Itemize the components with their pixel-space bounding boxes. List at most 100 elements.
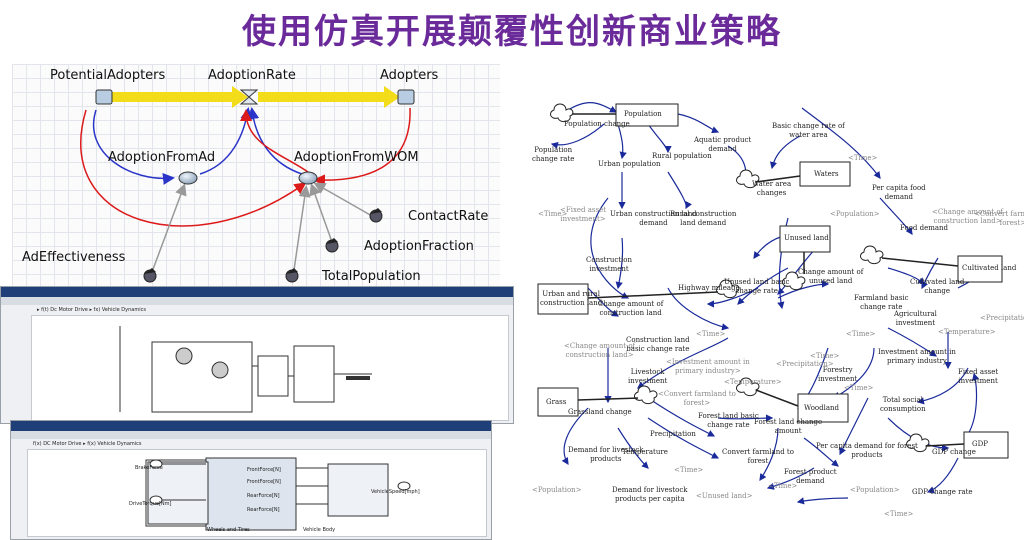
link-potential-to-wom <box>80 109 307 227</box>
stock-grass <box>537 387 579 417</box>
sd-time-1: <Time> <box>848 154 878 162</box>
sd-time-3: <Time> <box>696 330 726 338</box>
label-adoption-from-ad: AdoptionFromAd <box>108 150 216 165</box>
stock-waters <box>799 161 851 187</box>
stock-adopters <box>397 89 415 105</box>
stock-gdp <box>963 431 1009 459</box>
inport-drive-torque: DriveTorque[Nm] <box>129 501 172 507</box>
link-fraction-to-wom <box>309 183 333 243</box>
sd-grassland-change: Grassland change <box>568 408 632 416</box>
constant-contact-rate <box>369 208 383 223</box>
sd-population: Population <box>624 110 662 118</box>
sd-time-9: <Time> <box>884 510 914 518</box>
sd-population-g: <Population> <box>830 210 880 218</box>
sd-gdp: GDP <box>972 440 988 448</box>
label-contact-rate: ContactRate <box>408 209 489 224</box>
label-total-population: TotalPopulation <box>322 269 421 284</box>
sd-precipitation: Precipitation <box>650 430 696 438</box>
aux-adoption-from-ad <box>178 171 198 185</box>
simulink-window-top: ▸ f(t) Dc Motor Drive ▸ fx) Vehicle Dyna… <box>0 286 514 424</box>
constant-total-population <box>285 268 299 283</box>
sd-time-5: <Time> <box>810 352 840 360</box>
sd-time-8: <Time> <box>768 482 798 490</box>
sd-precipitation-g: <Precipitation> <box>980 314 1024 322</box>
flow-pipe-right <box>258 92 386 102</box>
sd-temperature-g: <Temperature> <box>938 328 996 336</box>
flow-arrow-left <box>232 86 248 108</box>
signal-4: RearForce[N] <box>247 507 280 513</box>
sd-population-change: Population change <box>564 120 630 128</box>
sd-population-g2: <Population> <box>532 486 582 494</box>
stock-population <box>615 103 679 127</box>
cloud-population <box>550 103 574 123</box>
sd-temperature-g2: <Temperature> <box>724 378 782 386</box>
simulink-toolbar <box>1 287 513 297</box>
sd-unused-land-g: <Unused land> <box>696 492 753 500</box>
link-adeff-to-ad <box>151 183 187 273</box>
link-wom-to-rate <box>247 107 303 175</box>
sd-precipitation-g2: <Precipitation> <box>776 360 834 368</box>
sd-gdp-change-rate: GDP change rate <box>912 488 973 496</box>
sd-time-2: <Time> <box>538 210 568 218</box>
label-adoption-rate: AdoptionRate <box>208 68 296 83</box>
flow-pipe-left <box>110 92 234 102</box>
bass-diagram-svg <box>80 86 415 283</box>
cloud-grass <box>634 385 658 405</box>
stock-urban-rural-construction-land <box>537 283 589 315</box>
simulink-ribbon <box>1 297 513 305</box>
simulink-ribbon-bottom <box>11 431 491 439</box>
sd-food-demand: Food demand <box>900 224 949 232</box>
link-wom-to-rate-red <box>240 109 309 173</box>
sd-cultivated-land: Cultivated land <box>962 264 1017 272</box>
bass-diffusion-diagram: PotentialAdopters AdoptionRate Adopters … <box>12 64 500 288</box>
link-total-to-wom <box>293 185 311 271</box>
signal-2: FrontForce[N] <box>247 479 281 485</box>
simulink-canvas-top <box>31 315 509 421</box>
stock-cultivated-land <box>957 255 1003 283</box>
simulink-top-drawing <box>119 326 372 413</box>
link-contact-to-wom <box>313 182 373 217</box>
sd-temperature: Temperature <box>622 448 668 456</box>
page-title: 使用仿真开展颠覆性创新商业策略 <box>242 12 782 52</box>
sd-woodland: Woodland <box>804 404 840 412</box>
outport-vehicle-speed: VehicleSpeed[mph] <box>371 489 420 495</box>
land-use-links <box>537 102 1009 505</box>
simulink-canvas-bottom <box>27 449 487 537</box>
sd-gdp-change: GDP change <box>932 448 976 456</box>
simulink-breadcrumb-top: ▸ f(t) Dc Motor Drive ▸ fx) Vehicle Dyna… <box>37 307 146 313</box>
inport-brake-force: BrakeForce <box>135 465 163 471</box>
sd-population-g3: <Population> <box>850 486 900 494</box>
cloud-unused-land <box>782 271 806 291</box>
sd-time-4: <Time> <box>846 330 876 338</box>
sd-highway-mileage: Highway mileage <box>678 284 740 292</box>
stock-unused-land <box>779 225 831 253</box>
sd-time-6: <Time> <box>844 384 874 392</box>
cloud-construction <box>716 279 740 299</box>
sd-grass: Grass <box>546 398 567 406</box>
label-adopters: Adopters <box>380 68 439 83</box>
